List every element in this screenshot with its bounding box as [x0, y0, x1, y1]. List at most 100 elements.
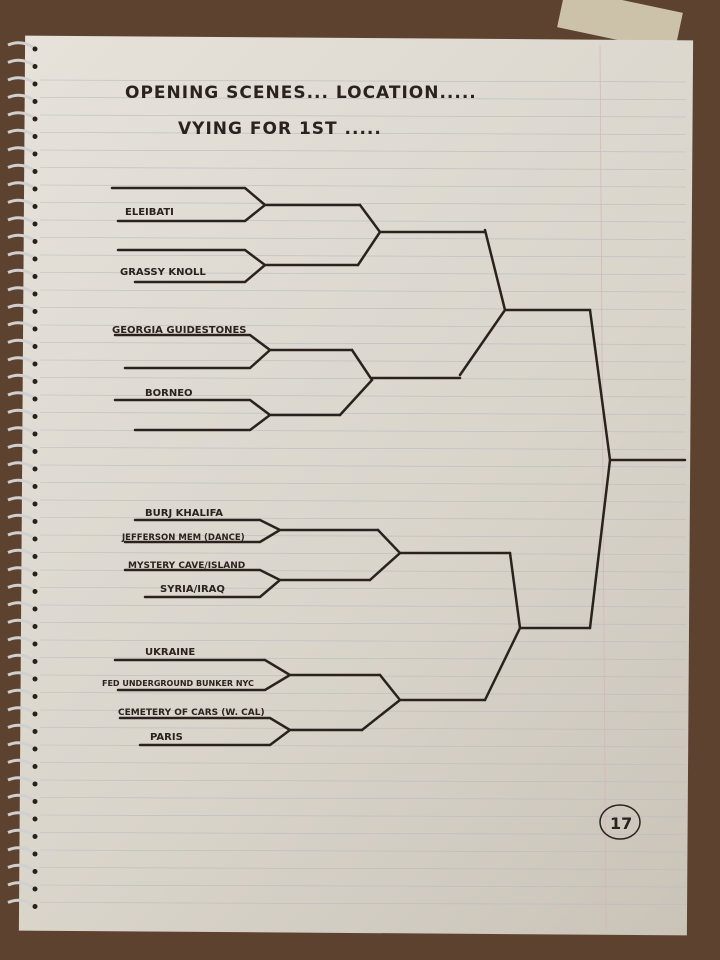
entry-6: JEFFERSON MEM (DANCE) — [121, 533, 245, 543]
binding-hole — [32, 151, 38, 157]
spiral-ring — [7, 321, 37, 331]
spiral-ring — [7, 216, 37, 226]
binding-hole — [32, 361, 38, 367]
binding-hole — [32, 606, 38, 612]
ruled-line — [39, 797, 687, 800]
spiral-ring — [7, 41, 37, 51]
title-line-1: OPENING SCENES... LOCATION..... — [125, 83, 477, 103]
bracket-entries: ELEIBATI GRASSY KNOLL GEORGIA GUIDESTONE… — [102, 207, 265, 743]
binding-hole — [32, 99, 38, 104]
binding-hole — [32, 746, 38, 752]
binding-hole — [32, 834, 38, 839]
ruled-line — [39, 114, 687, 118]
spiral-ring — [7, 793, 37, 803]
spiral-ring — [7, 373, 37, 383]
ruled-line — [39, 412, 687, 415]
binding-hole — [32, 46, 38, 52]
ruled-line — [39, 779, 687, 783]
ruled-line — [39, 867, 687, 870]
binding-hole — [32, 851, 38, 857]
spiral-ring — [7, 601, 37, 611]
binding-hole — [32, 729, 38, 734]
entry-3: GEORGIA GUIDESTONES — [112, 325, 247, 336]
binding-hole — [32, 169, 38, 174]
spiral-ring — [7, 58, 37, 68]
binding-hole — [32, 221, 38, 227]
binding-hole — [32, 869, 38, 874]
binding-hole — [32, 239, 38, 244]
binding-hole — [32, 256, 38, 262]
spiral-ring — [7, 741, 37, 751]
binding-hole — [32, 186, 38, 192]
binding-hole — [32, 309, 38, 314]
spiral-ring — [7, 496, 37, 506]
spiral-ring — [7, 846, 37, 856]
binding-hole — [32, 81, 38, 87]
spiral-ring — [7, 513, 37, 523]
ruled-line — [39, 639, 687, 643]
spiral-ring — [7, 636, 37, 646]
spiral-ring — [7, 461, 37, 471]
ruled-line — [39, 289, 687, 293]
ruled-line — [39, 692, 687, 695]
binding-hole — [32, 344, 38, 349]
ruled-line — [39, 499, 687, 503]
ruled-line — [39, 604, 687, 608]
binding-hole — [32, 64, 38, 69]
ruled-line — [39, 202, 687, 205]
ruled-line — [39, 79, 687, 83]
ruled-line — [39, 534, 687, 538]
ruled-line — [39, 482, 687, 485]
ruled-line — [39, 272, 687, 275]
page-number: 17 — [610, 814, 632, 833]
ruled-line — [39, 359, 687, 363]
ruled-line — [39, 587, 687, 590]
spiral-ring — [7, 478, 37, 488]
binding-hole — [32, 449, 38, 454]
spiral-ring — [7, 251, 37, 261]
binding-hole — [32, 536, 38, 542]
ruled-line — [39, 517, 687, 520]
spiral-ring — [7, 286, 37, 296]
ruled-line — [39, 744, 687, 748]
binding-hole — [32, 204, 38, 209]
ruled-line — [39, 342, 687, 345]
spiral-ring — [7, 408, 37, 418]
binding-hole — [32, 659, 38, 664]
spiral-ring — [7, 898, 37, 908]
entry-7: MYSTERY CAVE/ISLAND — [128, 561, 245, 571]
binding-hole — [32, 764, 38, 769]
entry-9: UKRAINE — [145, 647, 195, 658]
ruled-line — [39, 832, 687, 835]
spiral-ring — [7, 706, 37, 716]
ruled-line — [39, 464, 687, 468]
binding-hole — [32, 694, 38, 699]
spiral-ring — [7, 758, 37, 768]
spiral-ring — [7, 163, 37, 173]
title-line-2: VYING FOR 1ST ..... — [178, 119, 382, 139]
binding-hole — [32, 484, 38, 489]
ruled-line — [39, 149, 687, 153]
spiral-ring — [7, 338, 37, 348]
entry-8: SYRIA/IRAQ — [160, 584, 225, 595]
spiral-ring — [7, 863, 37, 873]
ruled-line — [39, 657, 687, 660]
binding-hole — [32, 571, 38, 577]
spiral-ring — [7, 356, 37, 366]
ruled-line — [39, 132, 687, 135]
spiral-ring — [7, 391, 37, 401]
page-number-circle — [599, 804, 641, 840]
ruled-line — [39, 97, 687, 100]
spiral-ring — [7, 671, 37, 681]
binding-hole — [32, 414, 38, 419]
spiral-ring — [7, 128, 37, 138]
entry-10: FED UNDERGROUND BUNKER NYC — [102, 679, 254, 688]
spiral-ring — [7, 828, 37, 838]
spiral-ring — [7, 93, 37, 103]
spiral-ring — [7, 303, 37, 313]
binding-hole — [32, 904, 38, 909]
ruled-line — [39, 884, 687, 888]
binding-hole — [32, 379, 38, 384]
binding-hole — [32, 624, 38, 629]
binding-hole — [32, 589, 38, 594]
